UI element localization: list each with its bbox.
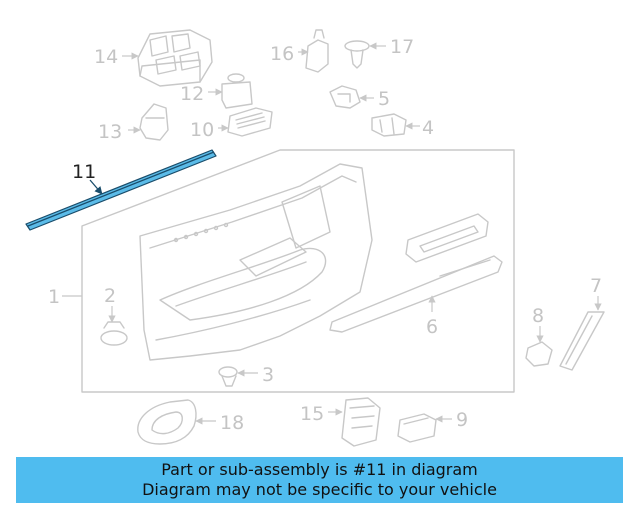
part-15-switch [341,397,381,447]
info-banner: Part or sub-assembly is #11 in diagram D… [16,457,623,503]
part-3-clip [218,366,238,387]
part-13-switch [139,103,169,141]
callout-18: 18 [220,412,244,434]
callout-9: 9 [456,409,468,431]
callout-15: 15 [300,403,324,425]
callout-2: 2 [104,285,116,307]
callout-11: 11 [72,161,96,183]
part-7-trim-strip [559,311,605,371]
callout-14: 14 [94,46,118,68]
banner-line-1: Part or sub-assembly is #11 in diagram [161,460,478,479]
part-12-knob [221,73,253,109]
part-4-clip [371,113,407,137]
part-6-armrest-trim [329,213,503,333]
callout-5: 5 [378,88,390,110]
part-1-box [81,149,515,393]
part-8-clip [525,341,553,367]
door-trim-panel [139,163,373,361]
part-17-push-clip [344,40,370,69]
callout-1: 1 [48,286,60,308]
callout-3: 3 [262,364,274,386]
callout-6: 6 [426,316,438,338]
callout-10: 10 [190,119,214,141]
part-18-door-handle [137,399,197,445]
part-11-belt-weatherstrip[interactable] [25,149,217,231]
part-9-switch [397,413,437,443]
part-16-clip [305,29,329,73]
callout-12: 12 [180,83,204,105]
callout-4: 4 [422,117,434,139]
callout-7: 7 [590,275,602,297]
callout-17: 17 [390,36,414,58]
part-5-clip [329,85,361,109]
callout-8: 8 [532,305,544,327]
callout-16: 16 [270,43,294,65]
part-10-switch-bezel [227,107,273,137]
part-14-window-switch-master [137,29,213,87]
part-2-fastener [100,321,128,346]
callout-13: 13 [98,121,122,143]
banner-line-2: Diagram may not be specific to your vehi… [142,480,497,499]
